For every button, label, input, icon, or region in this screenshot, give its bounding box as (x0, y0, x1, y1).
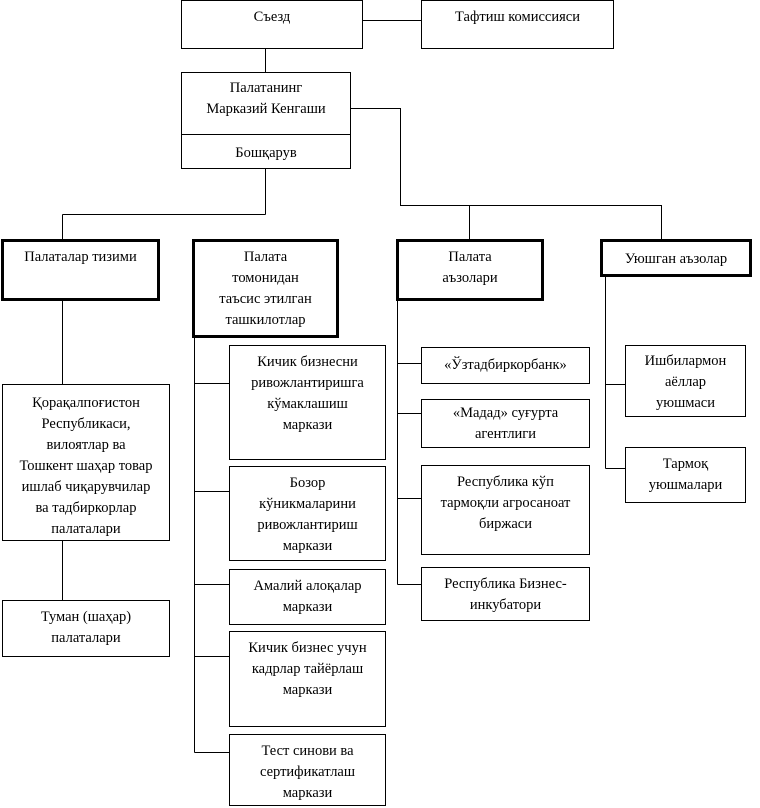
regional-line: ва тадбиркорлар (35, 500, 137, 516)
congress-box: Съезд (181, 0, 363, 49)
org-line: кўмаклашиш (267, 396, 348, 412)
district-line: палаталари (51, 630, 121, 646)
founded-org-box: Кичик бизнес учун кадрлар тайёрлаш маркази (229, 631, 386, 727)
member-line: биржаси (478, 516, 533, 532)
regional-line: Республикаси, (41, 416, 131, 432)
association-line: аёллар (664, 374, 707, 390)
member-line: инкубатори (469, 597, 542, 613)
regional-line: палаталари (51, 521, 121, 537)
chambers-system-box: Палаталар тизими (1, 239, 160, 301)
regional-chambers-box: Қорақалпоғистон Республикаси, вилоятлар … (2, 384, 170, 541)
congress-label: Съезд (253, 9, 291, 25)
chambers-title: Палаталар тизими (24, 249, 137, 265)
members-title-line: аъзолари (442, 270, 498, 286)
founded-title-line: томонидан (232, 270, 299, 286)
org-line: ривожлантиришга (251, 375, 364, 391)
org-line: маркази (282, 785, 333, 801)
founded-org-box: Кичик бизнесни ривожлантиришга кўмаклашиш м… (229, 345, 386, 460)
district-line: Туман (шаҳар) (40, 609, 132, 625)
members-box: Палата аъзолари (396, 239, 544, 301)
association-box: Ишбилармон аёллар уюшмаси (625, 345, 746, 417)
founded-org-box: Бозор кўникмаларини ривожлантириш маркази (229, 466, 386, 561)
member-org-box: «Ўзтадбиркорбанк» (421, 347, 590, 384)
member-org-box: Республика кўп тармоқли агросаноат биржаси (421, 465, 590, 555)
org-line: кўникмаларини (259, 496, 356, 512)
org-line: Бозор (289, 475, 326, 491)
org-line: маркази (282, 417, 333, 433)
org-line: маркази (282, 682, 333, 698)
member-org-box: Республика Бизнес-инкубатори (421, 567, 590, 621)
associated-members-box: Уюшган аъзолар (600, 239, 752, 277)
founded-title-line: таъсис этилган (219, 291, 312, 307)
org-line: Тест синови ва (261, 743, 354, 759)
regional-line: Тошкент шаҳар товар (19, 458, 153, 474)
founded-title-line: Палата (243, 249, 288, 265)
founded-orgs-box: Палата томонидан таъсис этилган ташкилот… (192, 239, 339, 338)
association-line: уюшмалари (648, 477, 723, 493)
org-line: Кичик бизнесни (257, 354, 358, 370)
district-chambers-box: Туман (шаҳар) палаталари (2, 600, 170, 657)
member-line: «Ўзтадбиркорбанк» (444, 357, 567, 373)
association-line: уюшмаси (656, 395, 715, 411)
org-line: ривожлантириш (257, 517, 358, 533)
member-line: Республика кўп (457, 474, 554, 490)
org-line: сертификатлаш (259, 764, 356, 780)
org-line: Амалий алоқалар (253, 578, 362, 594)
org-line: Кичик бизнес учун (248, 640, 367, 656)
associated-title: Уюшган аъзолар (624, 251, 728, 267)
regional-line: вилоятлар ва (46, 437, 126, 453)
board-section: Бошқарув (182, 134, 350, 164)
member-line: агентлиги (474, 426, 537, 442)
members-title-line: Палата (448, 249, 492, 265)
member-line: Республика Бизнес- (444, 576, 567, 592)
audit-label: Тафтиш комиссияси (455, 9, 580, 25)
founded-org-box: Тест синови ва сертификатлаш маркази (229, 734, 386, 806)
association-box: Тармоқ уюшмалари (625, 447, 746, 503)
council-line: Марказий Кенгаши (206, 101, 326, 117)
board-label: Бошқарув (235, 145, 297, 161)
regional-line: ишлаб чиқарувчилар (21, 479, 151, 495)
audit-commission-box: Тафтиш комиссияси (421, 0, 614, 49)
member-org-box: «Мадад» суғурта агентлиги (421, 399, 590, 448)
org-line: маркази (282, 599, 333, 615)
regional-line: Қорақалпоғистон (32, 395, 140, 411)
founded-org-box: Амалий алоқалар маркази (229, 569, 386, 625)
member-line: «Мадад» суғурта (452, 405, 559, 421)
association-line: Ишбилармон (644, 353, 727, 369)
org-line: кадрлар тайёрлаш (251, 661, 364, 677)
council-line: Палатанинг (229, 80, 303, 96)
founded-title-line: ташкилотлар (225, 312, 306, 328)
member-line: тармоқли агросаноат (440, 495, 571, 511)
org-line: маркази (282, 538, 333, 554)
association-line: Тармоқ (662, 456, 709, 472)
central-council-box: Палатанинг Марказий Кенгаши Бошқарув (181, 72, 351, 169)
